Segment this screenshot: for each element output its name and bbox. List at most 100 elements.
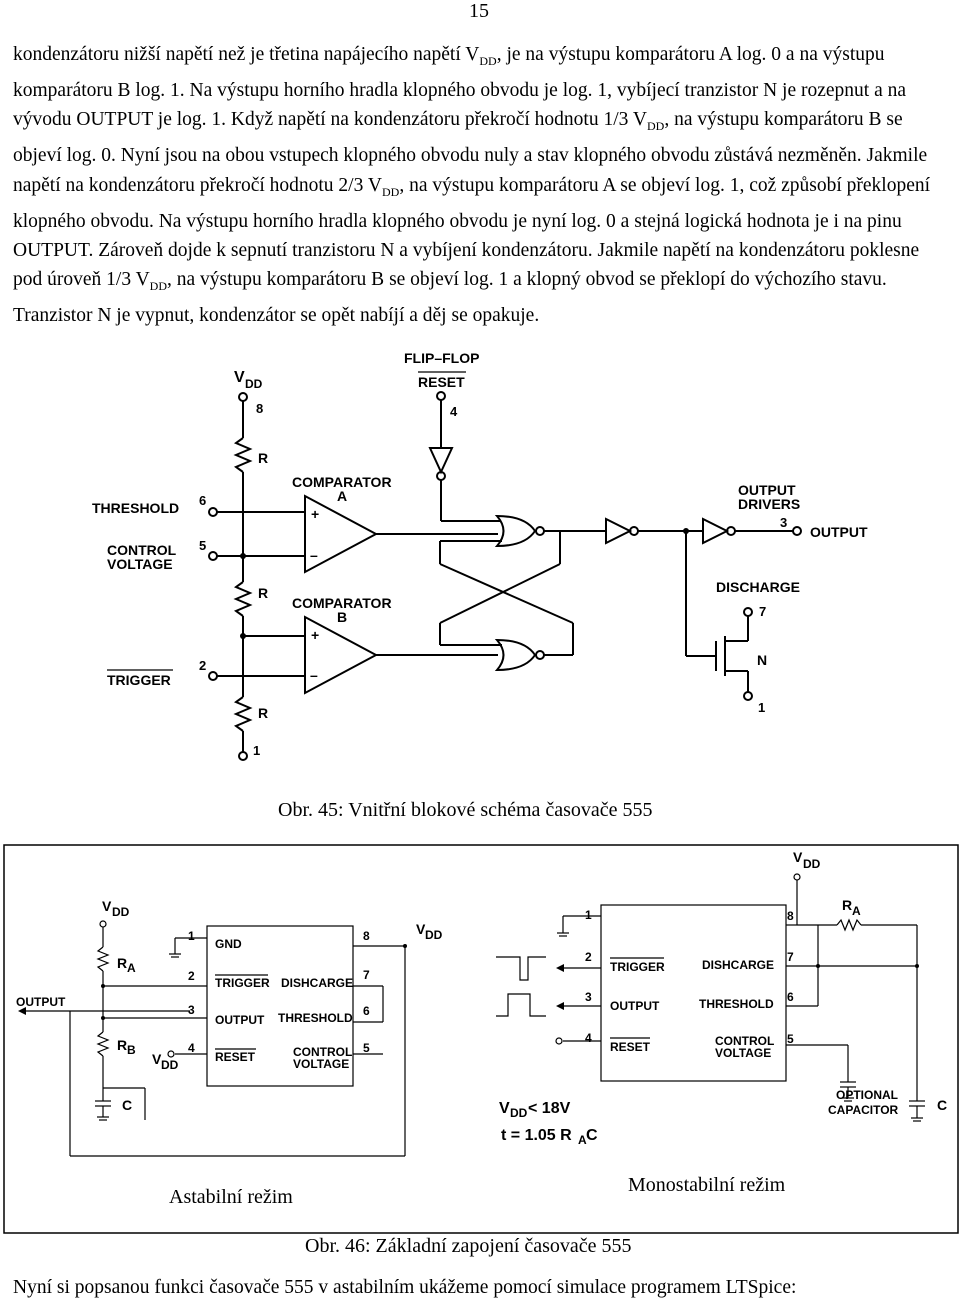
caption-fig45: Obr. 45: Vnitřní blokové schéma časovače… — [278, 799, 653, 821]
output-pin-label: OUTPUT — [610, 999, 660, 1013]
rb-label: R — [117, 1037, 127, 1053]
paragraph-text: , na výstupu komparátoru B se objeví log… — [13, 109, 928, 196]
comparator-b-label: COMPARATOR — [292, 595, 392, 611]
pin-2: 2 — [585, 950, 592, 964]
gnd-pin-label: GND — [215, 937, 242, 951]
c-label: C — [122, 1097, 132, 1113]
fig45-pin1b: 1 — [758, 700, 765, 715]
vdd-label: V — [102, 898, 112, 914]
voltage-label: VOLTAGE — [107, 556, 173, 572]
ra-sub: A — [852, 904, 861, 918]
pin1-terminal — [238, 751, 248, 761]
pin-1: 1 — [188, 929, 195, 943]
fig45-r1: R — [258, 450, 268, 466]
pin-8: 8 — [787, 909, 794, 923]
body-paragraph: kondenzátoru nižší napětí než je třetina… — [13, 40, 948, 330]
fig45-r2: R — [258, 585, 268, 601]
output-label: OUTPUT — [16, 995, 66, 1009]
reset-buffer — [428, 447, 454, 475]
equation-vdd-sub: DD — [510, 1106, 528, 1120]
fig45-vdd-label: V — [234, 369, 245, 386]
capacitor-label: CAPACITOR — [828, 1103, 899, 1117]
paragraph-text: kondenzátoru nižší napětí než je třetina… — [13, 44, 480, 65]
output-label: OUTPUT — [810, 524, 868, 540]
vdd-sub: DD — [803, 857, 821, 871]
pin-6: 6 — [363, 1004, 370, 1018]
caption-astable: Astabilní režim — [169, 1186, 293, 1208]
voltage-pin-label: VOLTAGE — [293, 1057, 349, 1071]
pin-6: 6 — [787, 990, 794, 1004]
comparator-a — [304, 494, 379, 574]
fig45-pin8: 8 — [256, 401, 263, 416]
comparator-a-letter: A — [337, 488, 347, 504]
subscript: DD — [149, 278, 168, 293]
nor-gate-bottom — [494, 638, 537, 672]
rb-sub: B — [127, 1043, 136, 1057]
subscript: DD — [381, 184, 400, 199]
reset-pin-label: RESET — [215, 1050, 256, 1064]
resistor-ra — [96, 946, 110, 972]
fig45-pin1: 1 — [253, 743, 260, 758]
ra-sub: A — [127, 961, 136, 975]
pin-7: 7 — [787, 950, 794, 964]
threshold-label: THRESHOLD — [92, 500, 179, 516]
comparator-b-letter: B — [337, 609, 347, 625]
pin-5: 5 — [787, 1032, 794, 1046]
output-driver — [702, 517, 730, 545]
vdd3-label: V — [416, 921, 426, 937]
paragraph-text: , na výstupu komparátoru A se objeví log… — [13, 174, 931, 291]
ra-label: R — [117, 955, 127, 971]
vdd2-label: V — [152, 1051, 162, 1067]
resistor-r2 — [233, 581, 253, 617]
optional-label: OPTIONAL — [836, 1088, 898, 1102]
fig45-r3: R — [258, 705, 268, 721]
equation-vdd-value: < 18V — [528, 1100, 571, 1117]
reset-label: RESET — [418, 374, 465, 390]
control-pin-label: CONTROL — [293, 1045, 352, 1059]
minus-sign: – — [310, 547, 318, 563]
plus-sign: + — [311, 627, 319, 643]
buffer-inverter — [605, 517, 633, 545]
pin-8: 8 — [363, 929, 370, 943]
nor-gate-top — [494, 514, 537, 548]
resistor-r3 — [233, 696, 253, 732]
output-drivers-label-2: DRIVERS — [738, 496, 800, 512]
fig45-pin5: 5 — [199, 538, 206, 553]
equation-t: t = 1.05 R — [501, 1127, 572, 1144]
threshold-pin-label: THRESHOLD — [278, 1011, 353, 1025]
pin-7: 7 — [363, 968, 370, 982]
vdd3-sub: DD — [425, 928, 443, 942]
pin-1: 1 — [585, 908, 592, 922]
comparator-b — [304, 615, 379, 695]
trigger-pulse-waveform — [496, 956, 546, 981]
ic555-monostable — [600, 904, 787, 1082]
subscript: DD — [647, 119, 665, 134]
minus-sign: – — [310, 667, 318, 683]
resistor-rb — [96, 1031, 110, 1057]
output-pulse-waveform — [496, 993, 546, 1017]
equation-vdd: V — [499, 1100, 510, 1117]
trigger-pin-label: TRIGGER — [215, 976, 270, 990]
comparator-a-label: COMPARATOR — [292, 474, 392, 490]
reset-pin-label: RESET — [610, 1040, 651, 1054]
pin-2: 2 — [188, 969, 195, 983]
fig45-pin3: 3 — [780, 515, 787, 530]
discharge-label: DISCHARGE — [716, 579, 800, 595]
voltage-pin-label: VOLTAGE — [715, 1046, 771, 1060]
c-label: C — [937, 1097, 947, 1113]
flipflop-label: FLIP–FLOP — [404, 350, 479, 366]
equation-t-c: C — [586, 1127, 598, 1144]
fig45-pin4: 4 — [450, 404, 458, 419]
pin-3: 3 — [585, 990, 592, 1004]
bottom-text: Nyní si popsanou funkci časovače 555 v a… — [13, 1277, 797, 1298]
resistor-r1 — [233, 437, 253, 473]
fig45-vdd-sub: DD — [245, 377, 263, 391]
pin-4: 4 — [188, 1041, 195, 1055]
fig45-pin2: 2 — [199, 658, 206, 673]
fig45-pin6: 6 — [199, 493, 206, 508]
ra-label: R — [842, 897, 852, 913]
control-pin-label: CONTROL — [715, 1034, 774, 1048]
control-label: CONTROL — [107, 542, 177, 558]
pin-5: 5 — [363, 1041, 370, 1055]
